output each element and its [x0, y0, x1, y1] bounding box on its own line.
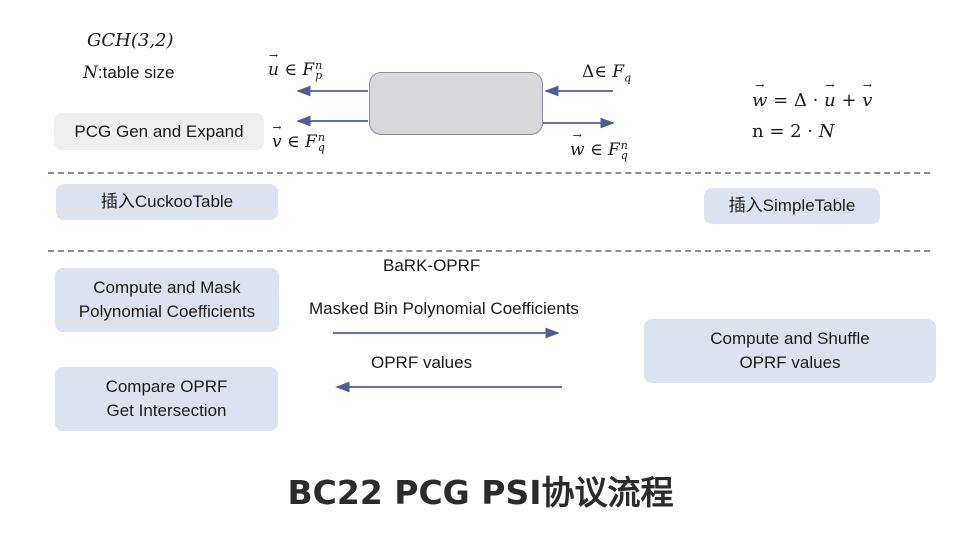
equation-w: w = Δ · u + v	[752, 79, 873, 111]
vector-u: u	[268, 49, 279, 80]
pcg-gen-expand-label: PCG Gen and Expand	[74, 121, 244, 141]
page-title: BC22 PCG PSI协议流程	[287, 473, 674, 512]
gch-parameter: GCH(3,2)	[87, 30, 174, 51]
field-subscript: q	[620, 148, 628, 162]
element-of-symbol: ∈	[589, 140, 603, 160]
stage-divider-2	[48, 250, 930, 252]
output-w-label: w ∈ Fnq	[570, 129, 628, 162]
field-symbol: F	[612, 62, 625, 82]
insert-simple-table-label: 插入SimpleTable	[728, 196, 856, 215]
compute-mask-line2: Polynomial Coefficients	[78, 302, 256, 321]
field-superscript: n	[620, 138, 628, 152]
vector-w: w	[752, 79, 768, 111]
compute-mask-box: Compute and Mask Polynomial Coefficients	[55, 268, 279, 332]
element-of-symbol: ∈	[594, 62, 607, 82]
field-superscript: n	[317, 130, 325, 144]
output-v-label: v ∈ Fnq	[272, 121, 325, 154]
compare-oprf-line1: Compare OPRF	[105, 377, 228, 396]
field-symbol: F	[607, 140, 620, 160]
vector-u: u	[824, 79, 836, 111]
stage-divider-1	[48, 172, 930, 174]
equation-n-lhs: n = 2 ·	[752, 121, 819, 142]
plus-symbol: +	[835, 90, 863, 111]
equation-w-middle: = Δ ·	[767, 90, 825, 111]
insert-cuckoo-table-box: 插入CuckooTable	[56, 184, 278, 220]
field-symbol: F	[305, 132, 317, 152]
compare-oprf-box: Compare OPRF Get Intersection	[55, 367, 278, 431]
field-symbol: F	[302, 60, 315, 80]
compute-shuffle-box: Compute and Shuffle OPRF values	[644, 319, 936, 383]
vector-v: v	[862, 79, 872, 111]
field-subscript: q	[317, 140, 325, 154]
table-size-variable: N	[83, 63, 98, 83]
insert-simple-table-box: 插入SimpleTable	[704, 188, 880, 224]
field-superscript: n	[315, 58, 323, 72]
pcg-core-box	[369, 72, 543, 135]
element-of-symbol: ∈	[284, 60, 297, 80]
insert-cuckoo-table-label: 插入CuckooTable	[100, 192, 234, 211]
element-of-symbol: ∈	[287, 132, 300, 152]
table-size-text: :table size	[97, 63, 175, 82]
equation-n: n = 2 · N	[752, 121, 835, 142]
table-size-note: N:table size	[83, 63, 174, 83]
message-masked-coefficients-label: Masked Bin Polynomial Coefficients	[309, 299, 579, 318]
output-u-label: u ∈ Fnp	[268, 49, 323, 82]
compare-oprf-line2: Get Intersection	[106, 401, 227, 420]
compute-shuffle-line2: OPRF values	[739, 353, 841, 372]
delta-symbol: Δ	[582, 62, 595, 82]
compute-mask-line1: Compute and Mask	[93, 278, 241, 297]
input-delta-label: Δ∈ Fq	[582, 62, 631, 84]
message-oprf-values-label: OPRF values	[371, 353, 473, 372]
field-subscript: q	[624, 71, 632, 85]
vector-v: v	[272, 121, 282, 152]
equation-n-rhs: N	[818, 121, 835, 142]
vector-w: w	[570, 129, 585, 160]
pcg-gen-expand-box: PCG Gen and Expand	[54, 113, 264, 150]
field-subscript: p	[315, 68, 323, 82]
protocol-label: BaRK-OPRF	[383, 256, 481, 275]
compute-shuffle-line1: Compute and Shuffle	[710, 329, 870, 348]
